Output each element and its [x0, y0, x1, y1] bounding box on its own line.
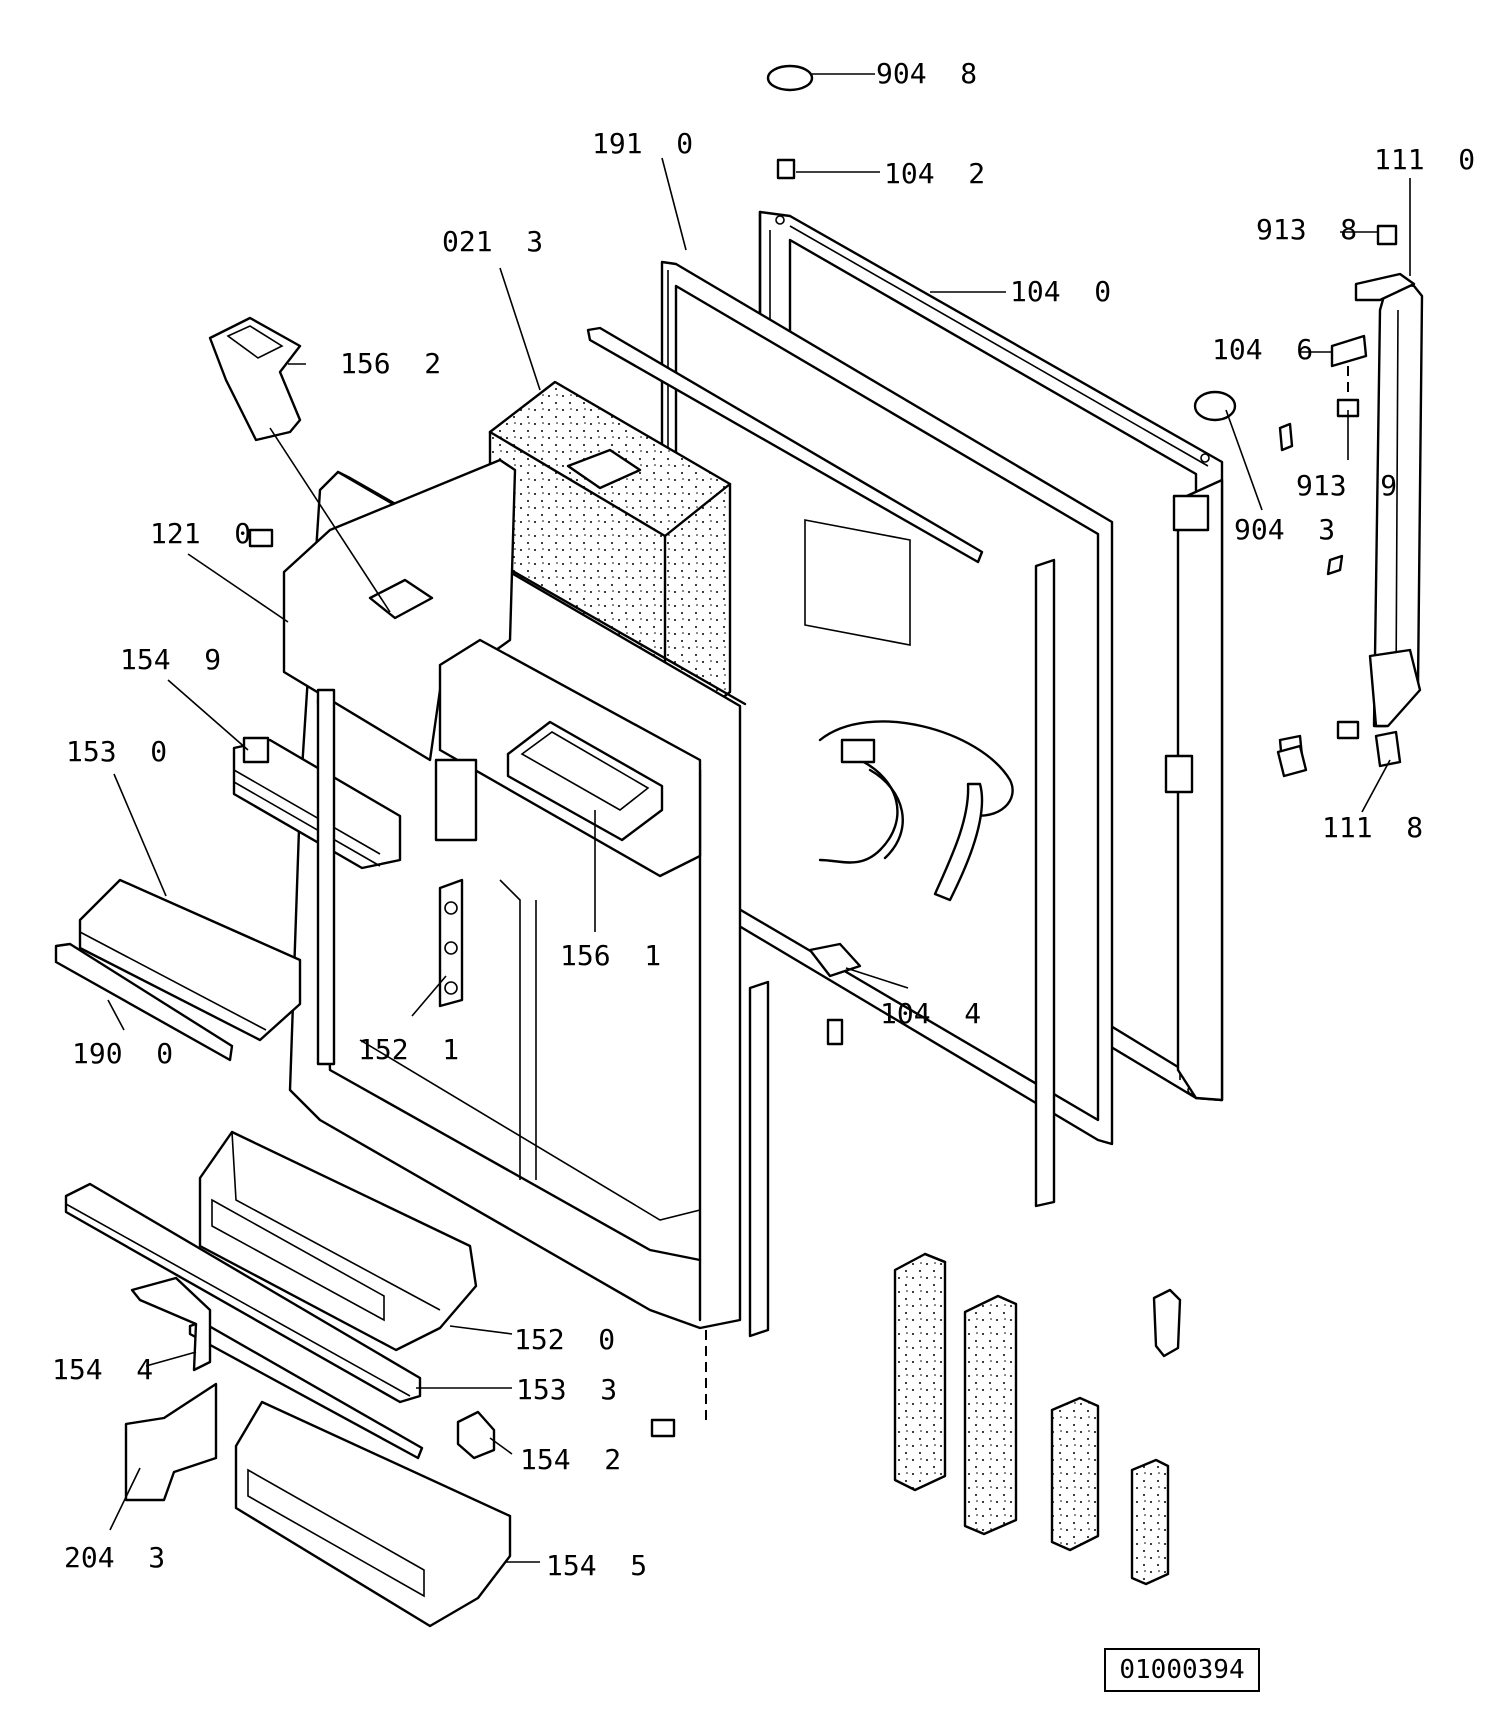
bottom-shelf: [64, 1182, 422, 1404]
small-clip: [456, 1410, 496, 1460]
door-seal: [660, 260, 1114, 1146]
label-156-2: 156 2: [340, 347, 442, 380]
square-clip: [1374, 730, 1402, 768]
gasket-strip: [748, 980, 770, 1338]
cap-side: [1193, 390, 1237, 422]
compartment-flap: [78, 878, 302, 1042]
frame-side-rail: [1176, 478, 1224, 1102]
hinge-block-upper: [1172, 494, 1210, 532]
label-153-0: 153 0: [66, 735, 168, 768]
leader-lines: [107, 73, 1411, 1563]
label-904-3: 904 3: [1234, 513, 1336, 546]
label-121-0: 121 0: [150, 517, 252, 550]
tray-insert: [506, 720, 664, 842]
label-104-4: 104 4: [880, 997, 982, 1030]
small-hinge-part: [1278, 422, 1294, 452]
vertical-trim-strip: [1034, 558, 1056, 1208]
label-191-0: 191 0: [592, 127, 694, 160]
panel-window: [804, 519, 911, 646]
door-bin-lower: [234, 1400, 512, 1628]
upper-rail-bar: [586, 326, 984, 564]
wiring-harness: [818, 720, 1014, 902]
label-190-0: 190 0: [72, 1037, 174, 1070]
label-104-0: 104 0: [1010, 275, 1112, 308]
post-bracket: [434, 758, 478, 842]
document-number: 01000394: [1104, 1648, 1260, 1692]
hinge-bracket-small: [438, 878, 464, 1008]
door-bin-upper: [198, 1130, 478, 1352]
label-104-6: 104 6: [1212, 333, 1314, 366]
label-154-5: 154 5: [546, 1549, 648, 1582]
label-021-3: 021 3: [442, 225, 544, 258]
label-152-0: 152 0: [514, 1323, 616, 1356]
shelf-clip: [130, 1276, 212, 1372]
label-152-1: 152 1: [358, 1033, 460, 1066]
shelf-support: [124, 1382, 218, 1502]
spring-clip: [1152, 1288, 1182, 1358]
label-156-1: 156 1: [560, 939, 662, 972]
screws: [248, 158, 1398, 1438]
label-111-0: 111 0: [1374, 143, 1476, 176]
hinge-block-middle: [1164, 754, 1194, 794]
label-154-9: 154 9: [120, 643, 222, 676]
label-153-3: 153 3: [516, 1373, 618, 1406]
foam-blocks: [893, 1252, 1170, 1586]
label-154-2: 154 2: [520, 1443, 622, 1476]
clip-bracket: [1276, 744, 1308, 778]
front-trim-strip: [54, 942, 234, 1062]
label-904-8: 904 8: [876, 57, 978, 90]
label-104-2: 104 2: [884, 157, 986, 190]
label-154-4: 154 4: [52, 1353, 154, 1386]
cap-top: [766, 64, 814, 92]
label-913-9: 913 9: [1296, 469, 1398, 502]
label-111-8: 111 8: [1322, 811, 1424, 844]
left-post: [316, 688, 336, 1066]
spacer: [1326, 554, 1344, 576]
label-913-8: 913 8: [1256, 213, 1358, 246]
label-204-3: 204 3: [64, 1541, 166, 1574]
door-hinge-arm: [1330, 272, 1424, 728]
air-duct-cover: [208, 316, 391, 613]
